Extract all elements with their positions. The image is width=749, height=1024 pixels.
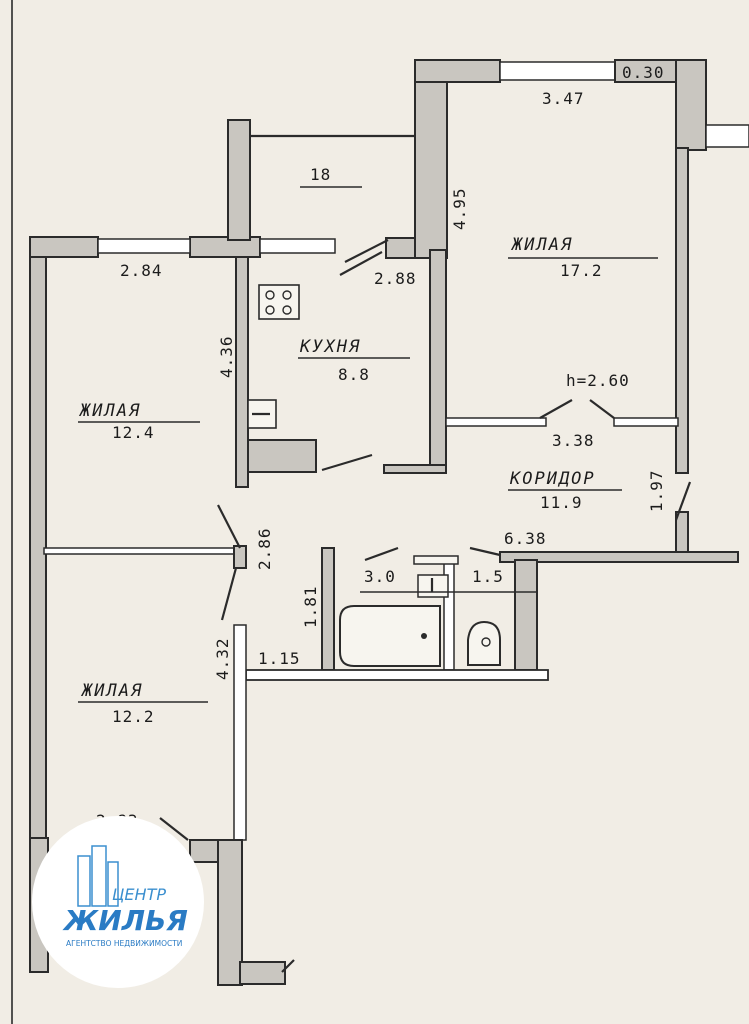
dim-living-top-height: 4.95: [450, 187, 469, 230]
room-area-kitchen: 8.8: [338, 365, 370, 384]
sink-icon: [247, 399, 277, 429]
label-underlines: [78, 186, 658, 703]
logo-top-text: ЦЕНТР: [112, 885, 166, 904]
dim-corridor-length: 6.38: [504, 529, 547, 548]
dim-wall-corner: 0.30: [622, 63, 665, 82]
room-area-living-bottom-left: 12.2: [112, 707, 155, 726]
dim-kitchen-width: 2.88: [374, 269, 417, 288]
door-arcs: [159, 239, 692, 973]
room-name-kitchen: КУХНЯ: [299, 337, 361, 357]
agency-logo: ЦЕНТР ЖИЛЬЯ АГЕНТСТВО НЕДВИЖИМОСТИ: [32, 816, 204, 988]
logo-sub-text: АГЕНТСТВО НЕДВИЖИМОСТИ: [66, 939, 182, 948]
stove-icon: [258, 284, 300, 320]
room-area-living-left: 12.4: [112, 423, 155, 442]
dim-bottom-left-height: 4.32: [213, 637, 232, 680]
room-area-living-top-right: 17.2: [560, 261, 603, 280]
dim-left-height: 2.86: [255, 527, 274, 570]
dim-mid-width: 3.38: [552, 431, 595, 450]
room-name-living-left: ЖИЛАЯ: [78, 401, 141, 421]
dim-left-width: 2.84: [120, 261, 163, 280]
dim-top-width: 3.47: [542, 89, 585, 108]
dim-kitchen-height: 4.36: [217, 335, 236, 378]
room-area-toilet: 1.5: [472, 567, 504, 586]
dim-passage-width: 1.15: [258, 649, 301, 668]
building-icon: [77, 845, 119, 907]
bathtub-icon: [339, 605, 441, 667]
room-name-living-top-right: ЖИЛАЯ: [510, 235, 573, 255]
logo-main-text: ЖИЛЬЯ: [62, 904, 188, 937]
room-area-balcony: 18: [310, 165, 331, 184]
room-name-corridor: КОРИДОР: [509, 469, 596, 489]
toilet-icon: [467, 620, 501, 666]
dim-ceiling-height: h=2.60: [566, 371, 630, 390]
dim-corridor-height: 1.97: [647, 469, 666, 512]
room-area-corridor: 11.9: [540, 493, 583, 512]
dim-bath-height: 1.81: [301, 585, 320, 628]
walls: [29, 59, 749, 986]
room-area-bathroom: 3.0: [364, 567, 396, 586]
room-name-living-bottom-left: ЖИЛАЯ: [80, 681, 143, 701]
